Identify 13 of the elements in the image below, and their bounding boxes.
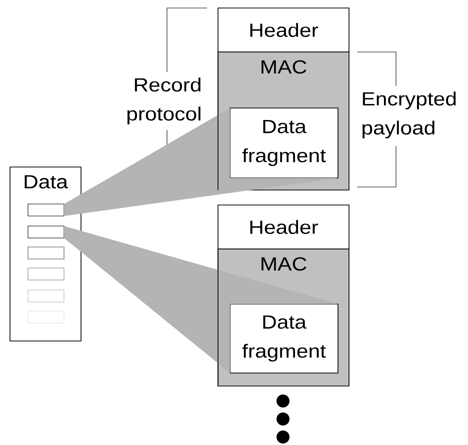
data-block bbox=[28, 204, 64, 216]
data-block bbox=[28, 226, 64, 238]
bracket-label: Record protocol bbox=[127, 78, 200, 124]
header-box: Header bbox=[218, 8, 350, 52]
data-fragment-box: Data fragment bbox=[230, 304, 338, 374]
bracket-label: Encrypted payload bbox=[362, 92, 456, 138]
data-block bbox=[28, 268, 64, 280]
data-block bbox=[28, 246, 64, 260]
header-box: Header bbox=[218, 204, 350, 250]
data-block bbox=[28, 290, 64, 302]
data-fragment-box: Data fragment bbox=[230, 108, 338, 178]
funnel bbox=[64, 108, 338, 216]
funnel bbox=[64, 226, 338, 373]
